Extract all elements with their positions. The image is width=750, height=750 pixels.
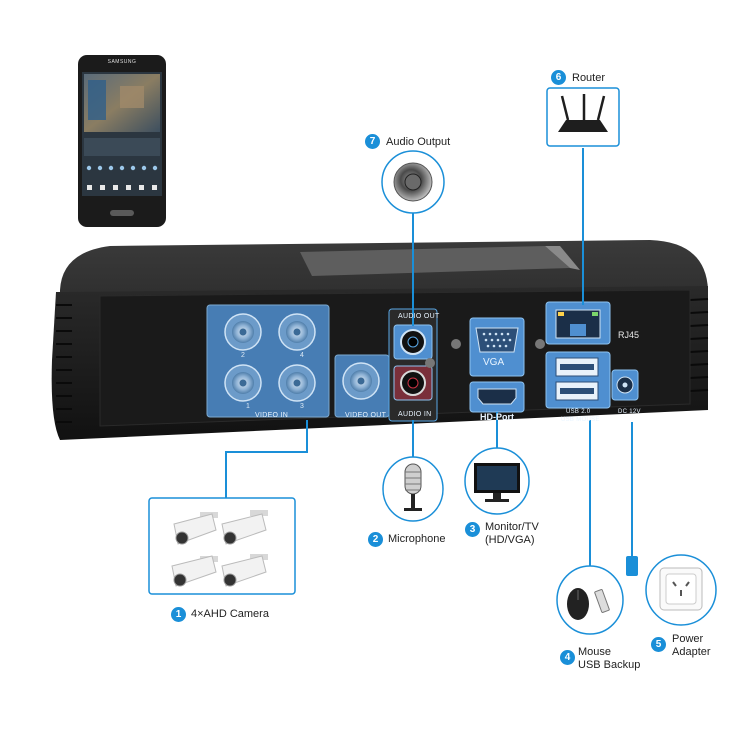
callout-number-1: 1	[171, 607, 186, 622]
callout-label-mouse: Mouse	[578, 646, 612, 658]
ahd-cameras	[148, 497, 296, 595]
callout-label-adapter: Adapter	[672, 646, 711, 658]
phone-brand: SAMSUNG	[107, 59, 137, 65]
dc-power-jack	[611, 369, 639, 401]
callout-label-monitor: Monitor/TV	[485, 521, 539, 533]
rj45-label: RJ45	[618, 330, 640, 340]
hd-port-label: HD-Port	[480, 412, 514, 422]
mouse-usb-device	[556, 565, 624, 635]
callout-label-cameras: 4×AHD Camera	[191, 608, 269, 620]
callout-number-5: 5	[651, 637, 666, 652]
bnc-label-3: 3	[300, 403, 304, 410]
vga-label: VGA	[483, 357, 505, 368]
bnc-label-4: 4	[300, 352, 304, 359]
callout-number-6: 6	[551, 70, 566, 85]
bnc-label-2: 2	[241, 352, 245, 359]
dc-label: DC 12V	[618, 409, 641, 415]
rj45-port	[545, 301, 611, 345]
audio-output-device	[381, 150, 445, 214]
callout-number-4: 4	[560, 650, 575, 665]
bnc-connector-4	[278, 313, 316, 351]
power-plug	[626, 556, 638, 576]
callout-number-7: 7	[365, 134, 380, 149]
bnc-connectors	[224, 313, 380, 402]
bnc-connector-1	[224, 364, 262, 402]
phone-home-button	[110, 210, 134, 216]
usb-mouse-label: USB MOUSE	[561, 417, 600, 423]
callout-label-microphone: Microphone	[388, 533, 446, 545]
callout-label-monitor-sub: (HD/VGA)	[485, 534, 535, 546]
connection-lines	[225, 148, 633, 572]
video-in-label: VIDEO IN	[255, 412, 289, 419]
callout-label-usb-backup: USB Backup	[578, 659, 641, 671]
hdmi-port	[469, 381, 525, 413]
callout-label-power: Power	[672, 633, 704, 645]
camera-1	[173, 512, 218, 545]
bnc-connector-3	[278, 364, 316, 402]
callout-number-2: 2	[368, 532, 383, 547]
microphone-device	[382, 456, 444, 522]
bnc-label-1: 1	[246, 403, 250, 410]
usb-label: USB 2.0	[566, 409, 591, 415]
smartphone	[78, 55, 166, 227]
audio-in-label: AUDIO IN	[398, 411, 432, 418]
power-adapter-device	[645, 554, 717, 626]
callout-label-router: Router	[572, 72, 606, 84]
monitor-device	[464, 447, 530, 515]
bnc-connector-2	[224, 313, 262, 351]
camera-3	[171, 555, 218, 587]
camera-2	[221, 510, 268, 545]
usb-ports	[545, 351, 611, 409]
callout-label-audio-output: Audio Output	[386, 136, 451, 148]
audio-out-label: AUDIO OUT	[398, 313, 440, 320]
router-device	[546, 87, 620, 147]
video-out-label: VIDEO OUT	[345, 412, 387, 419]
bnc-connector-video-out	[342, 362, 380, 400]
screws	[425, 339, 545, 368]
callout-number-3: 3	[465, 522, 480, 537]
camera-4	[221, 554, 268, 587]
vga-port	[469, 317, 525, 377]
